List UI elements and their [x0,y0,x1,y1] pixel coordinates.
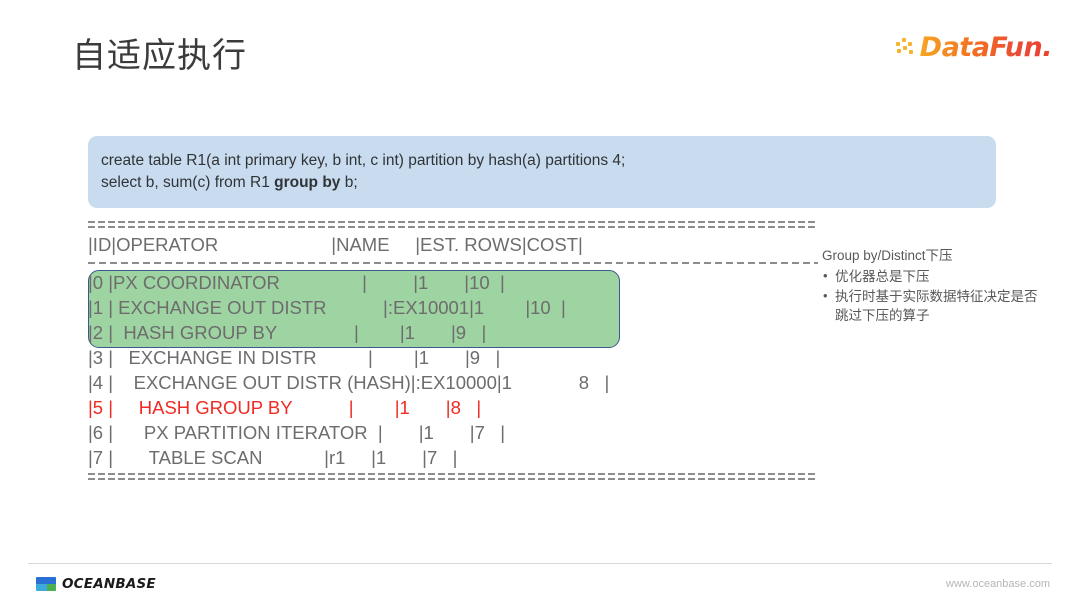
sql-code-block: create table R1(a int primary key, b int… [88,136,996,208]
plan-row: |1 | EXCHANGE OUT DISTR |:EX10001|1 |10 … [88,297,566,318]
plan-row: |2 | HASH GROUP BY | |1 |9 | [88,322,487,343]
footer-divider [28,563,1052,564]
annotation-bullet: 优化器总是下压 [822,266,1042,286]
annotation-panel: Group by/Distinct下压 优化器总是下压 执行时基于实际数据特征决… [822,246,1042,326]
plan-row: |0 |PX COORDINATOR | |1 |10 | [88,272,505,293]
annotation-bullet: 执行时基于实际数据特征决定是否跳过下压的算子 [822,286,1042,325]
plan-row: |4 | EXCHANGE OUT DISTR (HASH)|:EX10000|… [88,372,610,393]
plan-separator-header [88,262,818,264]
sql-group-by-keyword: group by [274,174,341,191]
datafun-dots-icon [895,37,916,57]
sql-select-suffix: b; [340,174,358,191]
plan-row: |6 | PX PARTITION ITERATOR | |1 |7 | [88,422,506,443]
datafun-logo: DataFun. [895,31,1053,63]
datafun-wordmark: DataFun. [919,31,1053,63]
sql-line-create: create table R1(a int primary key, b int… [101,152,626,169]
sql-select-prefix: select b, sum(c) from R1 [101,174,275,191]
footer-url: www.oceanbase.com [946,578,1050,590]
explain-plan: |ID|OPERATOR |NAME |EST. ROWS|COST| |0 |… [88,218,818,484]
plan-separator-top [88,221,818,228]
plan-header-row: |ID|OPERATOR |NAME |EST. ROWS|COST| [88,234,583,255]
annotation-title: Group by/Distinct下压 [822,248,953,263]
plan-row: |3 | EXCHANGE IN DISTR | |1 |9 | [88,347,501,368]
oceanbase-wordmark: OCEANBASE [62,576,156,592]
oceanbase-logo: OCEANBASE [36,576,156,592]
page-title: 自适应执行 [72,37,247,75]
plan-row: |7 | TABLE SCAN |r1 |1 |7 | [88,447,458,468]
oceanbase-mark-icon [36,577,56,591]
plan-row-highlighted-operator: |5 | HASH GROUP BY | |1 |8 | [88,397,482,418]
plan-rows: |0 |PX COORDINATOR | |1 |10 | |1 | EXCHA… [88,270,818,470]
plan-separator-bottom [88,473,818,480]
annotation-bullet-list: 优化器总是下压 执行时基于实际数据特征决定是否跳过下压的算子 [822,266,1042,325]
sql-line-select: select b, sum(c) from R1 group by b; [88,172,996,194]
pushdown-highlight-box [88,270,620,348]
